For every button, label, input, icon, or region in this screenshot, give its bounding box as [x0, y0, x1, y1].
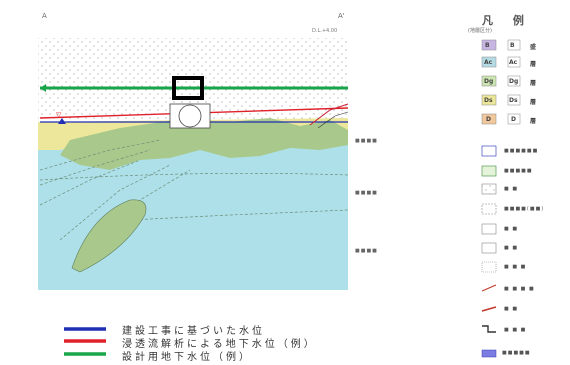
gravel-layer — [60, 118, 348, 170]
wl-label-construction: 建設工事に基づいた水位 — [122, 326, 265, 337]
symbol-label-10: ■■■■■ — [502, 350, 531, 356]
side-label-3: ■■■■ — [355, 248, 378, 254]
geo-code-3b: Ds — [509, 97, 518, 104]
red-line-symbol — [481, 284, 497, 292]
geo-name-2: 層 — [530, 80, 537, 87]
gravel-lens — [71, 199, 147, 273]
corner-right-label: A' — [338, 12, 345, 20]
geo-code-0b: B — [510, 42, 515, 49]
legend-title: 凡 例 — [482, 14, 532, 27]
geo-code-2b: Dg — [509, 78, 519, 85]
symbol-label-9: ■ ■ ■ — [504, 327, 527, 333]
symbol-label-8: ■ ■ — [504, 306, 519, 312]
geo-code-2: Dg — [484, 78, 494, 85]
geo-code-0: B — [485, 42, 490, 49]
red-arrow-symbol — [481, 306, 497, 312]
slope-line — [309, 103, 349, 126]
step-line-symbol — [482, 325, 496, 333]
symbol-label-3: ■■■■(■■) — [504, 206, 545, 212]
legend-swatches — [481, 39, 521, 125]
symbol-label-1: ■■■■■ — [504, 168, 533, 174]
symbol-label-7: ■ ■ ■ ■ — [504, 286, 535, 292]
blue-bar-symbol — [481, 349, 497, 358]
geo-code-4: D — [486, 116, 491, 123]
symbol-label-2: ■ ■ — [504, 186, 519, 192]
tunnel-circle — [178, 104, 202, 128]
wl-label-design: 設計用地下水位（例） — [122, 352, 252, 363]
wl-label-seepage: 浸透流解析による地下水位（例） — [122, 339, 317, 350]
side-label-2: ■■■■ — [355, 190, 378, 196]
legend-symbol-boxes — [481, 145, 497, 273]
geo-code-1: Ac — [484, 59, 493, 66]
legend-subtitle: (地層区分) — [468, 28, 492, 34]
symbol-label-6: ■ ■ ■ — [504, 264, 527, 270]
blue-marker — [58, 118, 66, 124]
geo-code-3: Ds — [484, 97, 493, 104]
geo-name-0: 盛 — [530, 44, 537, 51]
geo-name-3: 層 — [530, 99, 537, 106]
water-level-marker — [40, 84, 46, 92]
geo-name-4: 層 — [530, 118, 537, 125]
geo-code-1b: Ac — [509, 59, 518, 66]
scale-note: D.L.+4.00 — [312, 28, 338, 34]
geo-name-1: 層 — [530, 61, 537, 68]
svg-text:▽: ▽ — [56, 111, 62, 119]
symbol-label-5: ■ ■ — [504, 245, 519, 251]
geo-code-4b: D — [511, 116, 516, 123]
symbol-label-0: ■■■■■■ — [504, 148, 539, 154]
slope-line-2 — [317, 111, 349, 129]
corner-left-label: A — [42, 12, 47, 20]
symbol-label-4: ■ ■ — [504, 226, 519, 232]
side-label-1: ■■■■ — [355, 138, 378, 144]
highlight-marker — [172, 76, 204, 100]
